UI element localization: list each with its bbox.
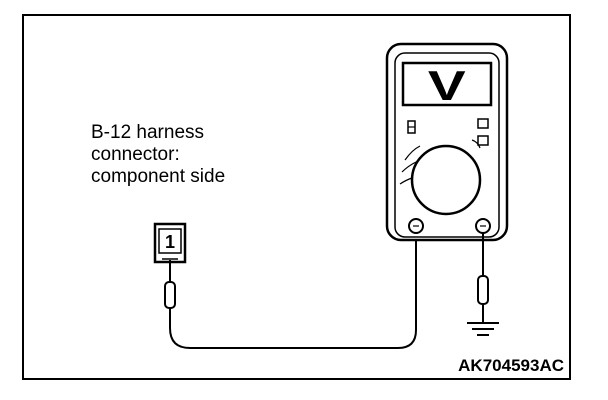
caption-line-1: B-12 harness <box>91 122 205 143</box>
test-probe-ground <box>477 233 489 322</box>
caption-line-3: component side <box>91 166 226 187</box>
figure-code: AK704593AC <box>458 356 564 375</box>
meter-button-right <box>477 135 489 146</box>
terminal-number: 1 <box>165 232 175 252</box>
caption-line-2: connector: <box>91 144 180 165</box>
meter-rotary-dial <box>410 144 482 216</box>
connector-caption: B-12 harness connector: component side <box>91 122 225 188</box>
harness-connector: 1 <box>153 222 187 264</box>
multimeter: V <box>385 42 509 242</box>
meter-button-top-right <box>477 118 489 129</box>
meter-display-symbol: V <box>428 62 466 109</box>
test-lead-wire <box>169 226 417 349</box>
ground-icon <box>467 322 499 336</box>
test-probe-positive <box>164 260 176 309</box>
diagram-frame <box>22 14 571 380</box>
meter-display <box>401 61 493 107</box>
